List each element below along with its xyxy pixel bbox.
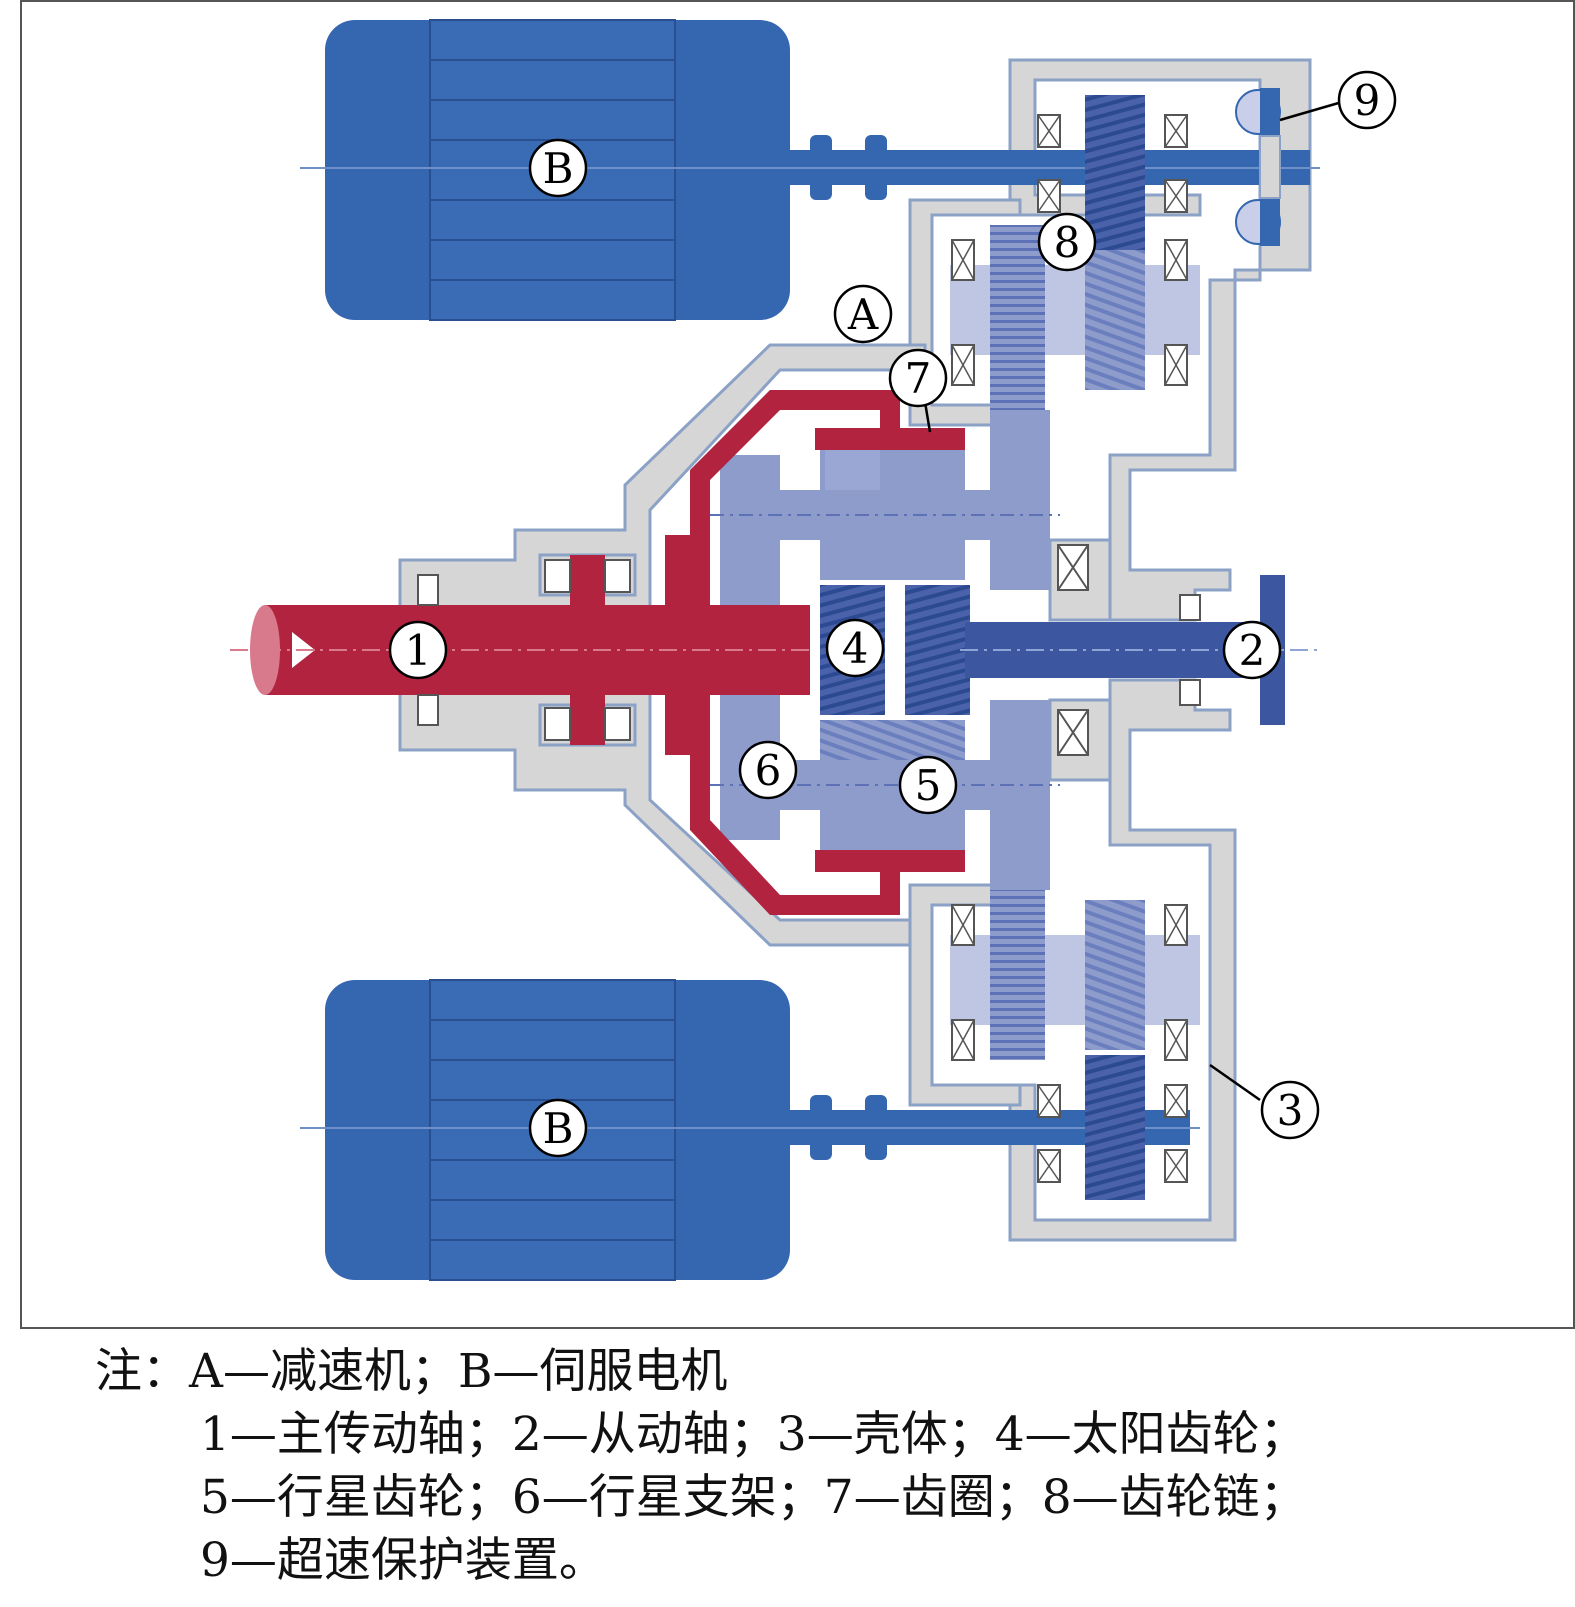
svg-text:7: 7 xyxy=(905,354,932,403)
figure-caption: 注：A—减速机；B—伺服电机 1—主传动轴；2—从动轴；3—壳体；4—太阳齿轮；… xyxy=(95,1340,1555,1592)
label-5: 5 xyxy=(898,755,958,815)
svg-text:1: 1 xyxy=(405,626,432,675)
svg-text:3: 3 xyxy=(1277,1086,1304,1135)
svg-text:B: B xyxy=(543,144,574,193)
caption-line-1: 注：A—减速机；B—伺服电机 xyxy=(95,1344,728,1399)
ring-gear xyxy=(665,390,965,915)
gearbox-diagram: A B B 1 2 3 4 5 6 7 8 9 xyxy=(20,0,1575,1330)
label-B-bottom: B xyxy=(528,1098,588,1158)
bearings-main xyxy=(417,559,631,741)
svg-text:9: 9 xyxy=(1354,76,1381,125)
label-B-top: B xyxy=(528,138,588,198)
label-2: 2 xyxy=(1222,620,1282,680)
label-4: 4 xyxy=(825,618,885,678)
svg-text:5: 5 xyxy=(915,761,942,810)
label-9: 9 xyxy=(1337,70,1397,130)
planet-gears xyxy=(820,450,965,850)
label-A: A xyxy=(833,284,893,344)
label-3: 3 xyxy=(1260,1080,1320,1140)
svg-text:6: 6 xyxy=(755,746,782,795)
svg-text:4: 4 xyxy=(842,624,869,673)
caption-line-3: 5—行星齿轮；6—行星支架；7—齿圈；8—齿轮链； xyxy=(200,1470,1307,1525)
label-6: 6 xyxy=(738,740,798,800)
svg-text:8: 8 xyxy=(1054,218,1081,267)
gear-chain-bottom xyxy=(950,890,1200,1200)
caption-line-4: 9—超速保护装置。 xyxy=(200,1533,606,1588)
gear-chain-top xyxy=(950,88,1281,410)
caption-line-2: 1—主传动轴；2—从动轴；3—壳体；4—太阳齿轮； xyxy=(200,1407,1307,1462)
main-drive-shaft xyxy=(230,555,810,745)
svg-text:A: A xyxy=(847,290,879,339)
label-8: 8 xyxy=(1037,212,1097,272)
label-1: 1 xyxy=(388,620,448,680)
svg-text:2: 2 xyxy=(1239,626,1266,675)
label-7: 7 xyxy=(888,348,948,408)
bearings-driven xyxy=(1057,544,1089,756)
svg-text:B: B xyxy=(543,1104,574,1153)
